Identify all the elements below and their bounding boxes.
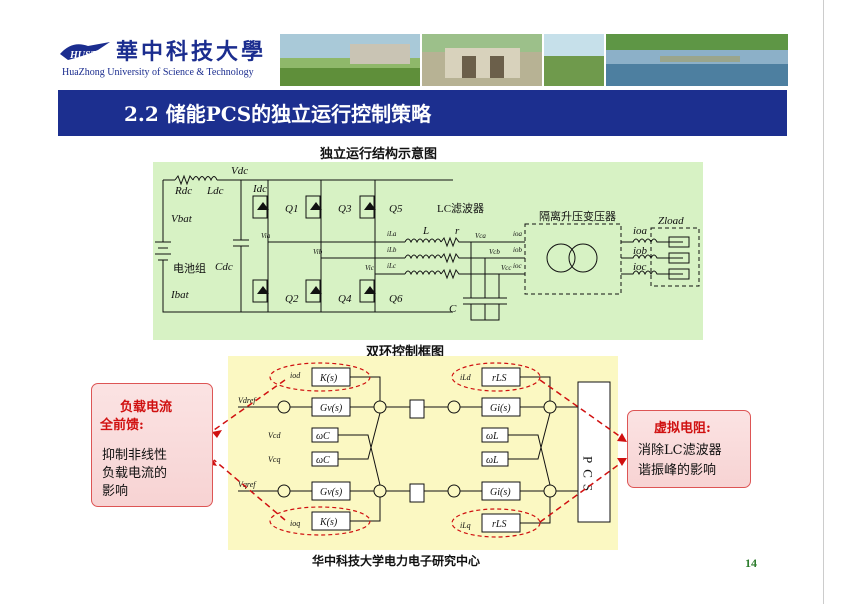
slide-title-bar: 2.2 储能PCS的独立运行控制策略	[58, 90, 787, 136]
circuit-diagram: Rdc Ldc Vdc Idc Vbat Cdc Ibat Q1 Q3 Q5 Q…	[153, 162, 703, 340]
label-gi-top: Gi(s)	[490, 403, 511, 414]
label-vcb: Vcb	[489, 248, 500, 256]
label-ilb: iLb	[387, 246, 397, 254]
label-q2: Q2	[285, 293, 299, 305]
label-iob: iob	[633, 245, 648, 257]
label-vdc: Vdc	[231, 165, 248, 177]
circuit-heading: 独立运行结构示意图	[320, 147, 438, 162]
label-gv-top: Gv(s)	[320, 403, 343, 414]
virtual-resistance-body-line1: 消除LC滤波器	[638, 443, 722, 458]
virtual-resistance-body-line2: 谐振峰的影响	[638, 463, 717, 478]
label-c: C	[449, 303, 457, 315]
campus-photo-strip	[280, 34, 788, 86]
label-ioc: ioc	[633, 261, 647, 273]
signal-vdref: Vdref	[238, 396, 257, 405]
label-ioa-small: ioa	[513, 230, 522, 238]
feedforward-body-line3: 影响	[102, 484, 129, 499]
label-vcc: Vcc	[501, 264, 512, 272]
university-logo: HUST 華中科技大學 HuaZhong University of Scien…	[58, 34, 288, 82]
label-gv-bot: Gv(s)	[320, 487, 343, 498]
virtual-resistance-callout: 虚拟电阻: 消除LC滤波器 谐振峰的影响	[627, 410, 751, 488]
control-schematic: K(s) Gv(s) ωC ωC Gv(s) K(s) rLS Gi(s) ωL…	[238, 362, 611, 538]
label-pcs: PCS	[581, 456, 596, 497]
label-q1: Q1	[285, 203, 298, 215]
label-q4: Q4	[338, 293, 352, 305]
label-l: L	[422, 225, 429, 237]
virtual-resistance-title: 虚拟电阻:	[654, 421, 711, 436]
feedforward-body-line2: 负载电流的	[102, 466, 168, 481]
label-ioc-small: ioc	[513, 262, 522, 270]
signal-vqref: Vqref	[238, 480, 257, 489]
footer-organization: 华中科技大学电力电子研究中心	[312, 554, 481, 568]
label-idc: Idc	[252, 183, 267, 195]
svg-text:HUST: HUST	[69, 50, 98, 61]
label-vbat: Vbat	[171, 213, 193, 225]
label-transformer: 隔离升压变压器	[539, 209, 616, 223]
signal-ilq: iLq	[460, 521, 471, 530]
label-q6: Q6	[389, 293, 403, 305]
feedforward-body-line1: 抑制非线性	[102, 448, 168, 463]
control-block-diagram: K(s) Gv(s) ωC ωC Gv(s) K(s) rLS Gi(s) ωL…	[228, 356, 618, 550]
label-cdc: Cdc	[215, 261, 233, 273]
label-via: Via	[261, 232, 271, 240]
label-battery: 电池组	[173, 261, 206, 275]
label-ks-top: K(s)	[319, 373, 338, 384]
label-vic: Vic	[365, 264, 375, 272]
label-vib: Vib	[313, 248, 323, 256]
label-rdc: Rdc	[174, 185, 192, 197]
feedforward-callout: 负载电流 全前馈: 抑制非线性 负载电流的 影响	[91, 383, 213, 507]
feedforward-title-line1: 负载电流	[120, 400, 173, 415]
label-q3: Q3	[338, 203, 352, 215]
label-rls-top: rLS	[492, 373, 506, 384]
label-ibat: Ibat	[170, 289, 190, 301]
label-ila: iLa	[387, 230, 397, 238]
block-pcs	[577, 381, 611, 523]
label-r: r	[455, 225, 460, 237]
label-wl-bot: ωL	[486, 455, 499, 466]
label-vca: Vca	[475, 232, 486, 240]
label-wl-top: ωL	[486, 431, 499, 442]
page-number: 14	[745, 556, 757, 570]
label-q5: Q5	[389, 203, 403, 215]
feedforward-title-line2: 全前馈:	[100, 418, 144, 433]
label-ioa: ioa	[633, 225, 648, 237]
label-ks-bot: K(s)	[319, 517, 338, 528]
signal-vcd: Vcd	[268, 431, 281, 440]
label-ldc: Ldc	[206, 185, 224, 197]
label-lc-filter: LC滤波器	[437, 202, 484, 215]
signal-vcq: Vcq	[268, 455, 280, 464]
signal-iod: iod	[290, 371, 301, 380]
label-rls-bot: rLS	[492, 519, 506, 530]
logo-english-name: HuaZhong University of Science & Technol…	[62, 67, 254, 78]
right-border-line	[823, 0, 824, 604]
label-gi-bot: Gi(s)	[490, 487, 511, 498]
slide-title: 2.2 储能PCS的独立运行控制策略	[124, 102, 432, 126]
label-wc-bot: ωC	[316, 455, 330, 466]
circuit-schematic: Rdc Ldc Vdc Idc Vbat Cdc Ibat Q1 Q3 Q5 Q…	[155, 165, 700, 321]
hust-emblem-icon: HUST	[60, 42, 110, 61]
limiter-bot	[409, 483, 425, 503]
label-zload: Zload	[658, 215, 684, 227]
logo-chinese-name: 華中科技大學	[116, 39, 267, 65]
signal-ioq: ioq	[290, 519, 300, 528]
signal-ild: iLd	[460, 373, 472, 382]
label-wc-top: ωC	[316, 431, 330, 442]
limiter-top	[409, 399, 425, 419]
label-ilc: iLc	[387, 262, 397, 270]
label-iob-small: iob	[513, 246, 522, 254]
